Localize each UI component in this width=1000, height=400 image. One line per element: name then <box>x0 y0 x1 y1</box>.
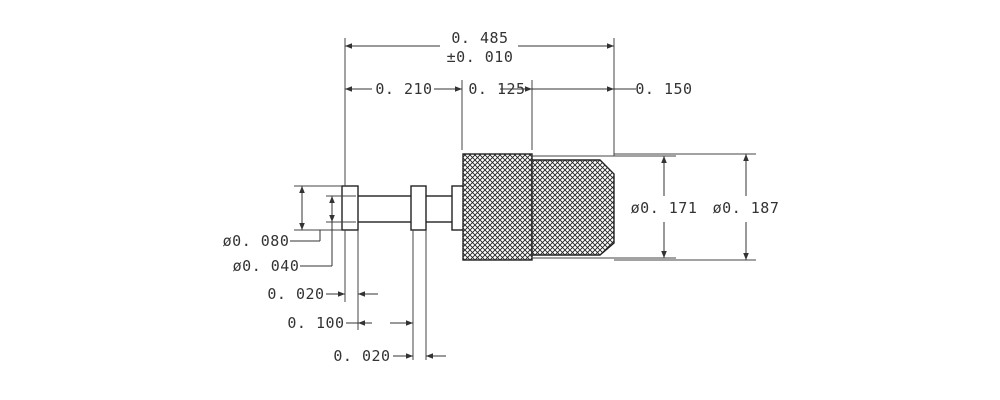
collar-flange <box>451 185 465 231</box>
part-body <box>341 153 615 261</box>
diameter-0040-label: ø0. 040 <box>233 257 300 275</box>
knurl-section-large <box>462 153 533 261</box>
flange-0020-label-b: 0. 020 <box>333 347 390 365</box>
flange-0020-label-a: 0. 020 <box>267 285 324 303</box>
overall-tolerance-label: ±0. 010 <box>447 48 514 66</box>
spacing-0100-label: 0. 100 <box>287 314 344 332</box>
diameter-0171-label: ø0. 171 <box>631 199 698 217</box>
length-0125-label: 0. 125 <box>468 80 525 98</box>
shaft <box>355 195 465 223</box>
diameter-0080-label: ø0. 080 <box>223 232 290 250</box>
dimension-lines <box>290 43 749 359</box>
dimension-labels: 0. 485 ±0. 010 0. 210 0. 125 0. 150 ø0. … <box>223 29 780 365</box>
middle-flange <box>410 185 427 231</box>
length-0210-label: 0. 210 <box>375 80 432 98</box>
overall-length-label: 0. 485 <box>451 29 508 47</box>
length-0150-label: 0. 150 <box>635 80 692 98</box>
knurl-section-small <box>531 159 615 256</box>
diameter-0187-label: ø0. 187 <box>713 199 780 217</box>
left-flange <box>341 185 359 231</box>
